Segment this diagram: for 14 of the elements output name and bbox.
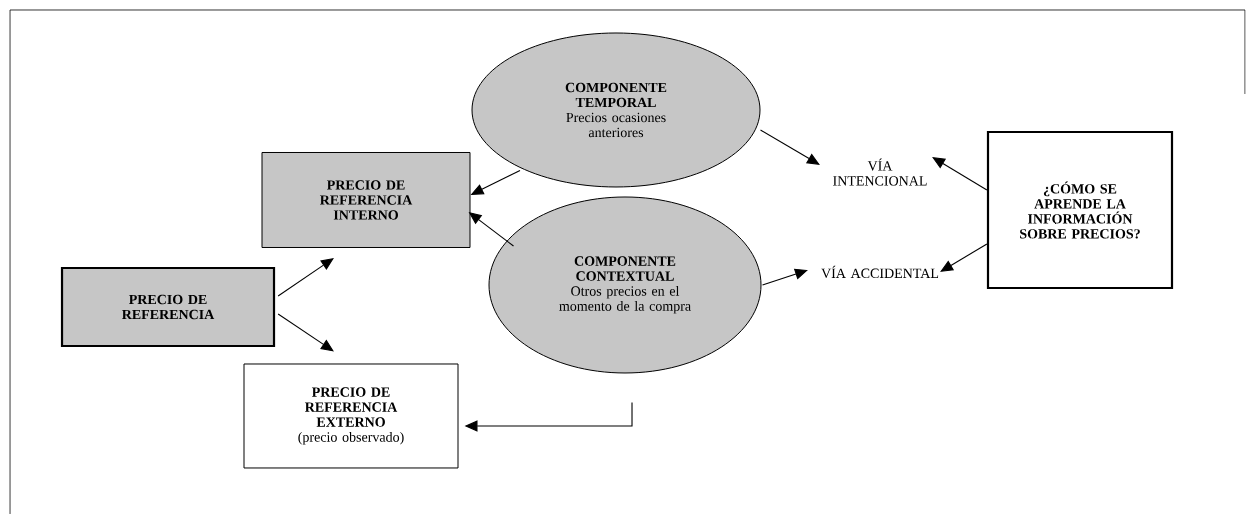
arrow [940,243,988,272]
arrow [277,258,334,297]
process-box: PRECIO DE REFERENCIA EXTERNO (precio observado) [243,363,459,469]
process-box: PRECIO DE REFERENCIA [60,266,276,348]
process-box: PRECIO DE REFERENCIA INTERNO [261,152,471,248]
arrow [761,268,808,286]
path-label: VÍA INTENCIONAL [833,158,927,186]
ellipse-node: COMPONENTE TEMPORAL Precios ocasiones anteriores [471,32,761,188]
ellipse-node: COMPONENTE CONTEXTUAL Otros precios en el momento de la compra [488,196,762,374]
arrow [277,313,334,352]
path-label: VÍA ACCIDENTAL [821,265,939,279]
arrow [932,157,988,191]
arrow [759,129,820,165]
question-box: ¿CÓMO SE APRENDE LA INFORMACIÓN SOBRE PRECIOS? [986,130,1174,290]
